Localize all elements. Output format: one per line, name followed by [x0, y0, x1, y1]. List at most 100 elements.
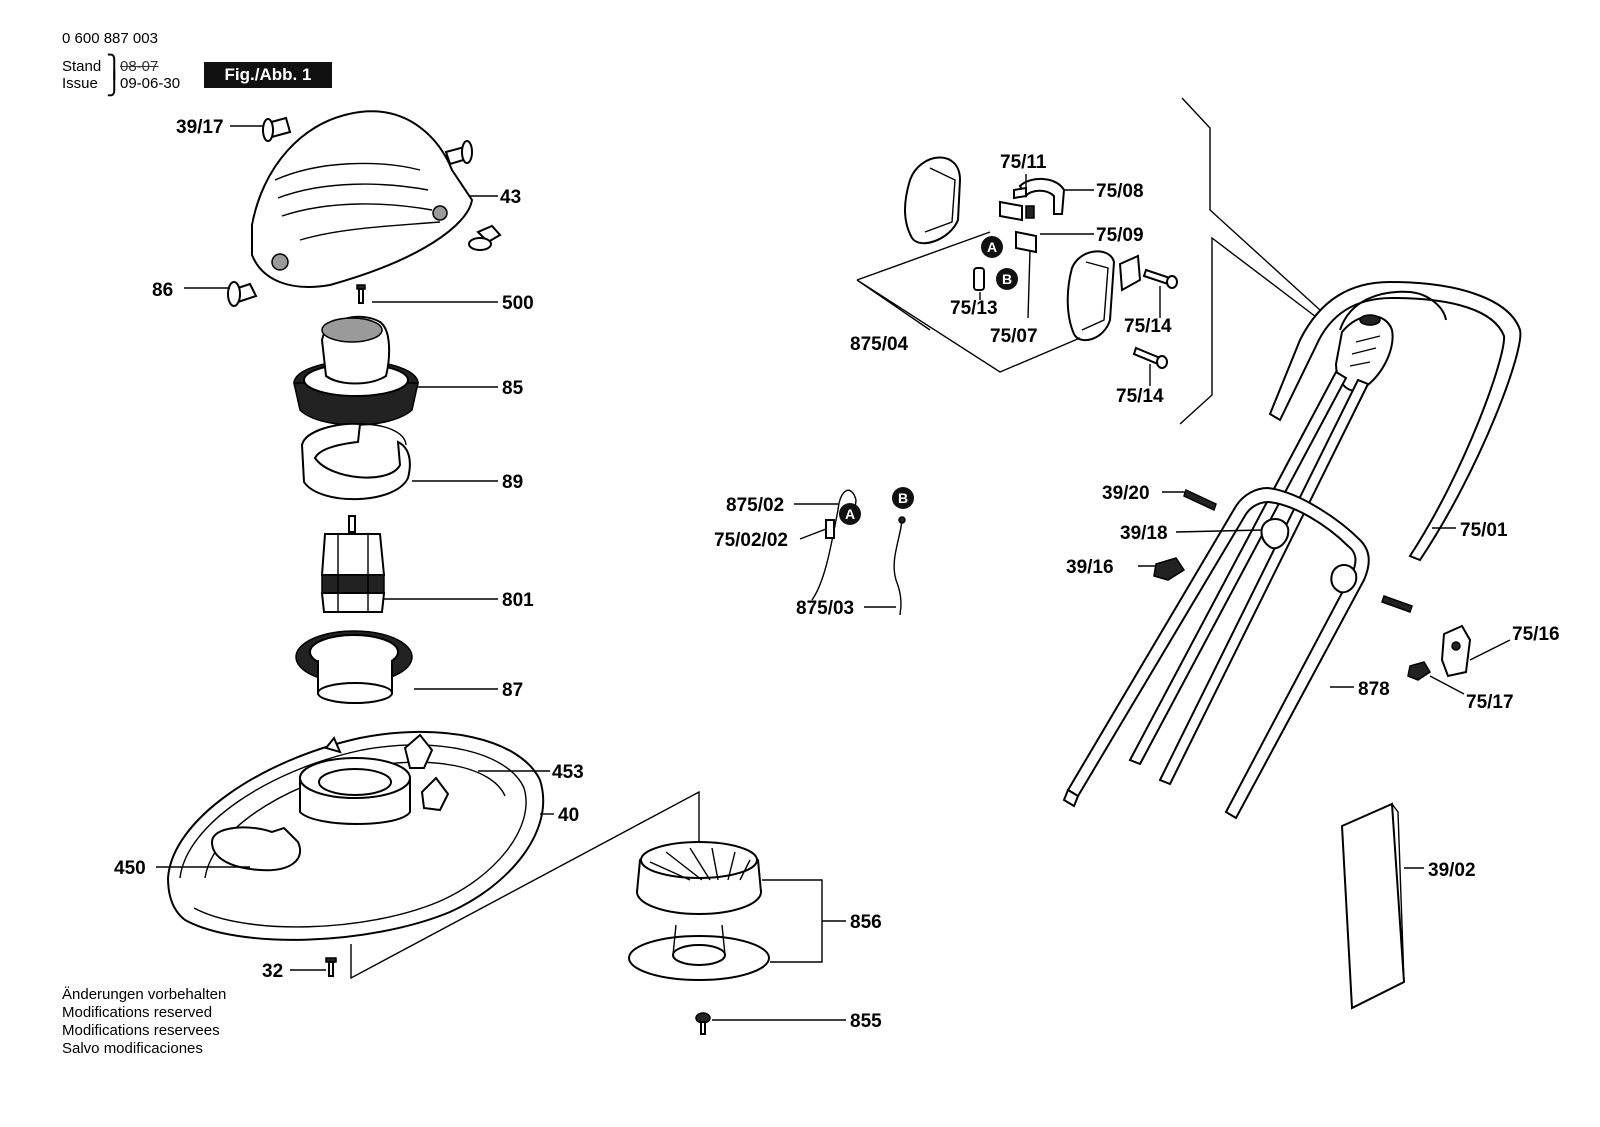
motor-cover: [251, 110, 474, 288]
manual-39-02: [1340, 802, 1406, 1010]
part-labels: 39/17 43 86 500 85 89 801 87 453 40 450 …: [114, 117, 1560, 1032]
label-40: 40: [558, 805, 579, 826]
bolt-right: [1381, 595, 1413, 613]
callout-a-switch-label: A: [987, 239, 997, 255]
cable-875-03: [893, 516, 906, 616]
label-32: 32: [262, 961, 283, 982]
label-75-17: 75/17: [1466, 692, 1514, 713]
stand-old-date: 08-07: [120, 58, 159, 75]
note-fr: Modifications reservees: [62, 1022, 220, 1039]
knob-39-18: [1260, 518, 1290, 550]
lower-handle-878: [1062, 486, 1370, 820]
label-801: 801: [502, 590, 534, 611]
callout-b-switch-label: B: [1002, 271, 1012, 287]
cover-plate-75-14: [1118, 254, 1142, 292]
ring-89: [300, 422, 411, 501]
note-es: Salvo modificaciones: [62, 1040, 203, 1057]
label-75-08: 75/08: [1096, 181, 1144, 202]
label-39-20: 39/20: [1102, 483, 1150, 504]
issue-label: Issue: [62, 75, 98, 92]
label-75-02-02: 75/02/02: [714, 530, 788, 551]
figure-badge: Fig./Abb. 1: [204, 62, 332, 88]
label-75-09: 75/09: [1096, 225, 1144, 246]
callout-b-label: B: [898, 490, 908, 506]
assembly-line-fan: [350, 790, 700, 980]
label-75-13: 75/13: [950, 298, 998, 319]
note-de: Änderungen vorbehalten: [62, 986, 227, 1003]
pin-39-17-lower: [468, 224, 502, 251]
upper-handle-75-01: [1268, 280, 1522, 562]
screw-32: [325, 957, 337, 977]
switch-housing-left: [904, 156, 962, 245]
issue-date: 09-06-30: [120, 75, 181, 92]
clamp-75-16: [1440, 624, 1472, 678]
callout-a-center: A: [839, 503, 861, 525]
label-39-02: 39/02: [1428, 860, 1476, 881]
label-75-07: 75/07: [990, 326, 1038, 347]
stand-label: Stand: [62, 58, 102, 75]
leader-lines-switch: [979, 174, 1161, 386]
label-85: 85: [502, 378, 524, 399]
bolt-39-20: [1183, 488, 1217, 512]
issue-row: Issue ⎭ 09-06-30: [62, 71, 181, 96]
screw-75-14-upper: [1142, 268, 1178, 289]
screw-75-14-lower: [1132, 346, 1168, 369]
brace-bottom: ⎭: [106, 71, 123, 96]
label-878: 878: [1358, 679, 1390, 700]
brace-top: ⎫: [106, 54, 123, 79]
revision-block: Stand ⎫ 08-07 Issue ⎭ 09-06-30: [62, 54, 181, 96]
label-75-11: 75/11: [1000, 152, 1047, 173]
spring-75-11: [1013, 186, 1027, 200]
label-39-18: 39/18: [1120, 523, 1168, 544]
label-855: 855: [850, 1011, 882, 1032]
callout-a-label: A: [845, 506, 855, 522]
switch-parts-75-09: [999, 200, 1037, 254]
housing-87: [295, 630, 413, 704]
screw-855: [695, 1012, 711, 1035]
pin-39-17-top: [262, 116, 292, 142]
leader-lines-handle: [1138, 491, 1511, 869]
label-39-17: 39/17: [176, 117, 224, 138]
nut-39-16: [1153, 557, 1186, 581]
fan-856: [628, 841, 770, 981]
label-86: 86: [152, 280, 173, 301]
label-453: 453: [552, 762, 584, 783]
label-875-04: 875/04: [850, 334, 909, 355]
leader-lines-left: [156, 125, 846, 1021]
pin-39-17-right: [444, 140, 473, 166]
grip-450: [210, 826, 301, 872]
label-75-16: 75/16: [1512, 624, 1560, 645]
screw-500: [356, 284, 366, 304]
zoom-bracket: [1179, 97, 1321, 425]
callout-a-switch: A: [981, 236, 1003, 258]
label-87: 87: [502, 680, 523, 701]
deck-hub-453: [299, 733, 450, 825]
label-75-14-lower: 75/14: [1116, 386, 1164, 407]
bracket-875-04: [856, 231, 1081, 373]
knob-right-lower-handle: [1330, 564, 1358, 594]
label-75-01: 75/01: [1460, 520, 1508, 541]
handle-rails: [1128, 370, 1370, 786]
document-number: 0 600 887 003: [62, 30, 158, 47]
adjust-knob-85: [293, 315, 419, 426]
switch-cover-75-07: [1066, 250, 1116, 342]
knob-86: [227, 281, 258, 307]
leader-75-02-02: [799, 528, 827, 540]
switch-lever-75-08: [1018, 178, 1066, 215]
pin-75-13: [973, 267, 985, 291]
stand-row: Stand ⎫ 08-07: [62, 54, 180, 79]
label-856: 856: [850, 912, 882, 933]
label-39-16: 39/16: [1066, 557, 1114, 578]
label-500: 500: [502, 293, 534, 314]
label-43: 43: [500, 187, 521, 208]
motor-801: [320, 515, 386, 613]
note-en: Modifications reserved: [62, 1004, 213, 1021]
callout-b-center: B: [892, 487, 914, 509]
callout-b-switch: B: [996, 268, 1018, 290]
notes-block: Änderungen vorbehalten Modifications res…: [62, 986, 226, 1058]
label-875-03: 875/03: [796, 598, 854, 619]
label-89: 89: [502, 472, 523, 493]
label-75-14-upper: 75/14: [1124, 316, 1172, 337]
label-450: 450: [114, 858, 146, 879]
